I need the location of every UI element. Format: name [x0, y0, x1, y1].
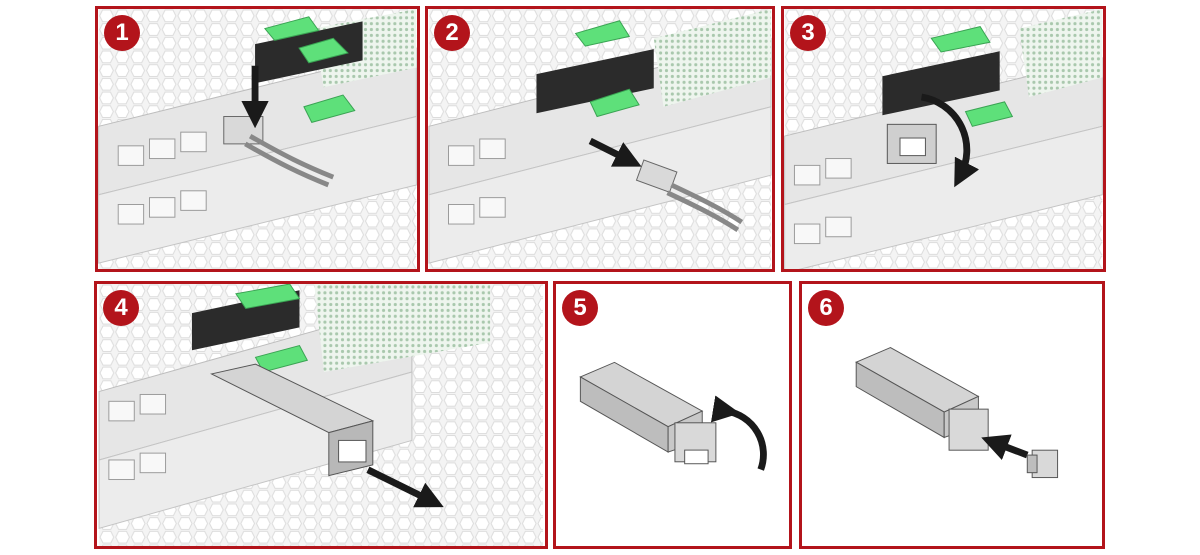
latch-green-lower	[303, 94, 356, 123]
latch-green-top	[263, 16, 320, 41]
latch-green-upper	[930, 26, 991, 53]
sfp-cage	[536, 49, 654, 114]
latch-green-upper	[235, 284, 301, 309]
step-6-illustration	[802, 284, 1102, 546]
network-card-lower	[98, 115, 417, 264]
rj45-ports	[793, 158, 852, 245]
latch-green-upper	[298, 37, 349, 64]
step-6-panel: 6	[799, 281, 1105, 549]
bail-latch	[886, 123, 937, 164]
insert-arrow	[981, 434, 1029, 461]
network-card-lower	[784, 125, 1103, 269]
vent-mesh	[314, 284, 491, 372]
latch-green-lower	[589, 88, 640, 118]
step-1-panel: 1	[95, 6, 420, 272]
pull-arrow	[588, 137, 642, 167]
sfp-cage	[191, 290, 300, 351]
step-5-panel: 5	[553, 281, 792, 549]
rotate-arrow	[920, 93, 980, 188]
step-1-badge: 1	[104, 15, 140, 51]
rotate-arrow	[710, 395, 767, 471]
sfp-transceiver	[579, 361, 717, 465]
sfp-transceiver	[210, 363, 375, 477]
step-3-illustration	[784, 9, 1103, 269]
step-2-illustration	[428, 9, 772, 269]
step-3-badge: 3	[790, 15, 826, 51]
step-5-illustration	[556, 284, 789, 546]
network-card-lower	[428, 106, 772, 264]
step-4-panel: 4	[94, 281, 548, 549]
rj45-ports	[117, 131, 207, 225]
step-4-badge: 4	[103, 290, 139, 326]
rj45-ports	[108, 393, 167, 481]
latch-green-lower	[964, 101, 1014, 127]
step-1-illustration	[98, 9, 417, 269]
sfp-transceiver	[855, 347, 989, 451]
step-3-panel: 3	[781, 6, 1106, 272]
vent-mesh	[653, 9, 772, 107]
sfp-cage	[882, 51, 1000, 116]
step-5-badge: 5	[562, 290, 598, 326]
rj45-ports	[448, 138, 506, 225]
latch-green-upper	[574, 20, 631, 47]
step-4-illustration	[98, 284, 543, 546]
dust-plug	[1026, 449, 1059, 479]
cable-connector	[635, 159, 744, 232]
pull-out-arrow	[366, 466, 444, 508]
step-6-badge: 6	[808, 290, 844, 326]
vent-mesh	[1019, 9, 1103, 97]
step-2-badge: 2	[434, 15, 470, 51]
step-2-panel: 2	[425, 6, 775, 272]
